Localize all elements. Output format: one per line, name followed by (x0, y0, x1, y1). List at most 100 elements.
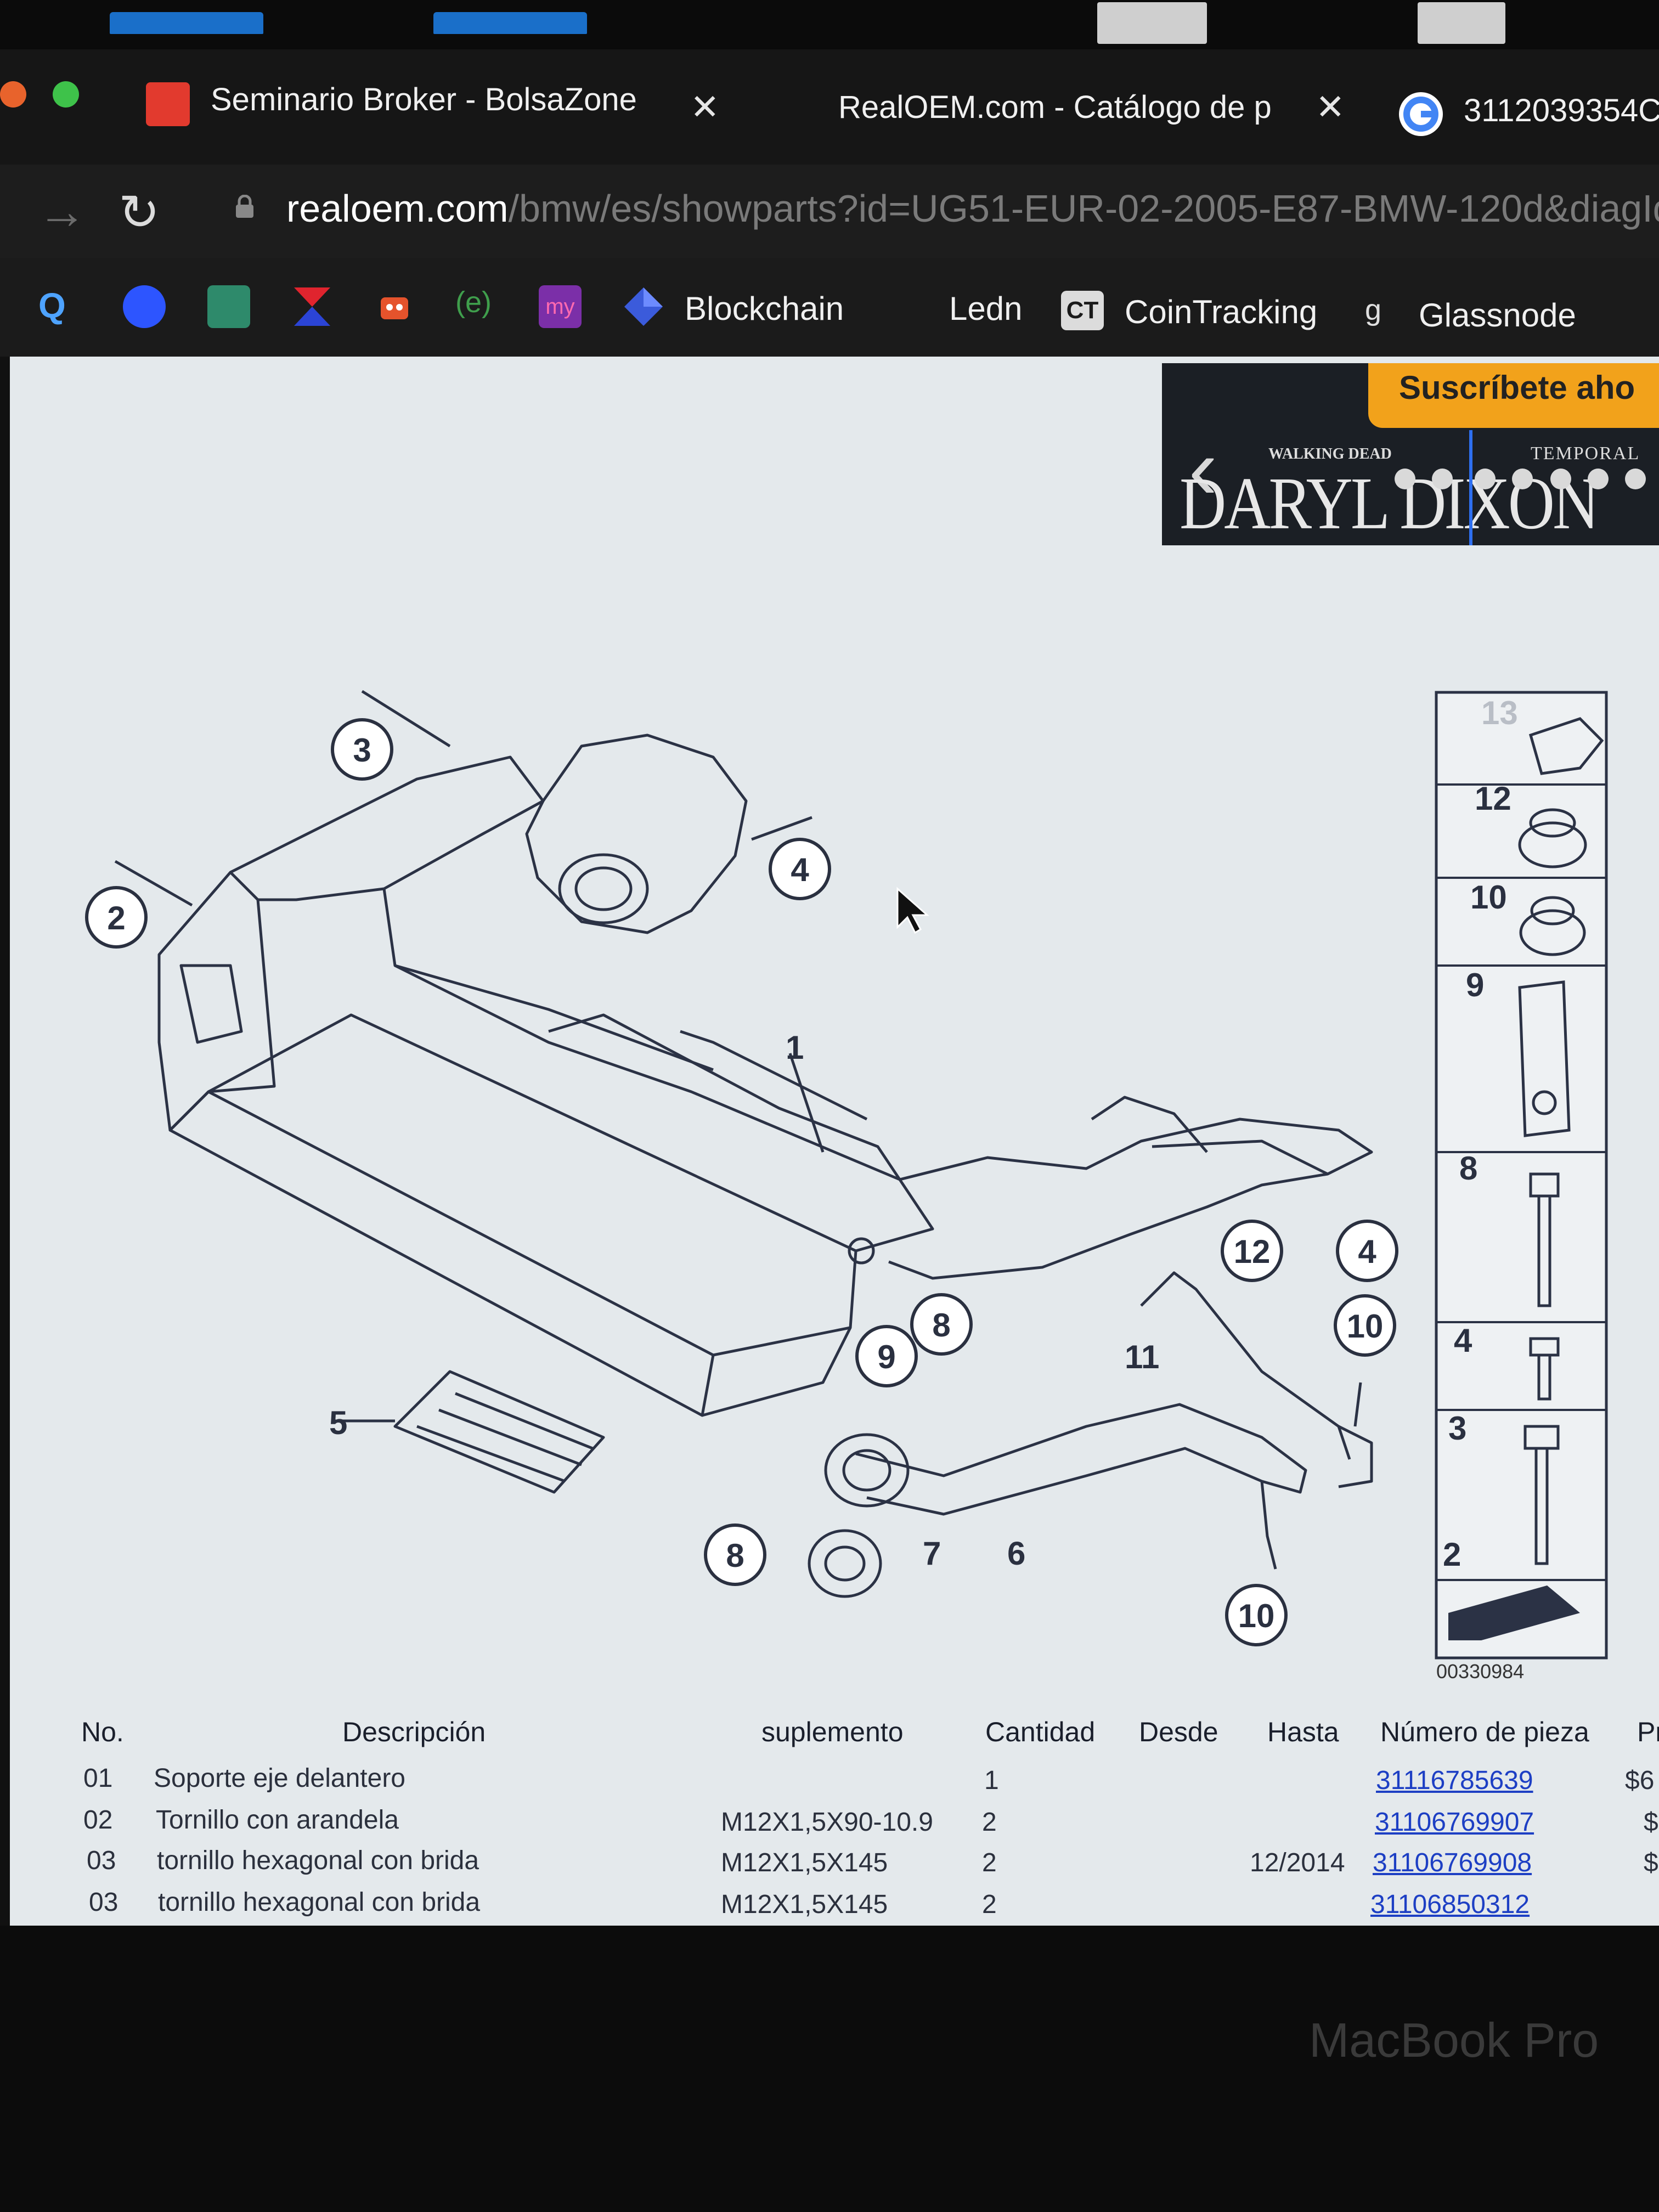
side-label-12: 12 (1475, 780, 1511, 817)
row-3-to: 12/2014 (1250, 1848, 1345, 1877)
ad-carousel-dot[interactable] (1432, 469, 1453, 489)
callout-2[interactable]: 2 (85, 886, 148, 949)
hourglass-bookmark-icon[interactable] (291, 285, 334, 328)
callout-8[interactable]: 8 (910, 1293, 973, 1356)
side-label-3: 3 (1448, 1410, 1466, 1447)
label-11[interactable]: 11 (1125, 1339, 1159, 1375)
window-minimize-button[interactable] (0, 81, 26, 108)
ad-carousel-dot[interactable] (1475, 469, 1496, 489)
ad-carousel-dot[interactable] (1550, 469, 1571, 489)
col-header-part-number: Número de pieza (1380, 1717, 1589, 1747)
exchange-bookmark-icon[interactable] (207, 285, 250, 328)
label-1[interactable]: 1 (786, 1029, 804, 1066)
lock-icon[interactable] (235, 194, 255, 219)
device-brand-label: MacBook Pro (1309, 2013, 1599, 2067)
subframe-drawing (114, 690, 1373, 1598)
laptop-bezel (0, 1926, 1659, 2212)
ad-subscribe-button[interactable]: Suscríbete aho (1368, 363, 1659, 428)
callout-3[interactable]: 3 (331, 718, 393, 781)
coin-bookmark-icon[interactable] (123, 285, 166, 328)
callout-label: 4 (791, 851, 809, 888)
bookmark-cointracking[interactable]: CoinTracking (1125, 294, 1318, 330)
google-favicon-icon (1399, 92, 1443, 136)
col-header-to: Hasta (1267, 1717, 1339, 1747)
folder-icon[interactable] (110, 12, 263, 34)
document-thumbnail[interactable] (1097, 2, 1207, 44)
label-6[interactable]: 6 (1007, 1535, 1025, 1572)
row-2-no: 02 (83, 1805, 113, 1835)
ad-carousel-dot[interactable] (1512, 469, 1533, 489)
callout-label: 10 (1347, 1308, 1384, 1345)
callout-label: 8 (726, 1537, 744, 1574)
ad-carousel-dot[interactable] (1625, 469, 1646, 489)
reload-icon[interactable]: ↻ (119, 185, 160, 240)
callout-label: 3 (353, 732, 371, 769)
bookmark-blockchain[interactable]: Blockchain (685, 290, 844, 327)
forward-arrow-icon[interactable]: → (37, 184, 87, 239)
ad-carousel-dot[interactable] (1588, 469, 1609, 489)
blockchain-bookmark-icon[interactable] (622, 285, 665, 328)
col-header-no: No. (81, 1717, 124, 1747)
tab-bolsazone[interactable]: Seminario Broker - BolsaZone (211, 82, 637, 117)
callout-4[interactable]: 4 (1336, 1220, 1398, 1282)
url-field[interactable]: realoem.com/bmw/es/showparts?id=UG51-EUR… (286, 187, 1659, 230)
parts-diagram: 3 2 4 12 4 10 8 9 8 10 1 5 6 7 11 13 12 … (85, 690, 1608, 1660)
row-4-description: tornillo hexagonal con brida (158, 1888, 481, 1917)
side-label-13: 13 (1481, 695, 1518, 731)
callout-label: 8 (932, 1307, 950, 1344)
row-2-description: Tornillo con arandela (156, 1805, 399, 1835)
my-bookmark-icon[interactable]: my (539, 285, 582, 328)
row-3-no: 03 (87, 1846, 116, 1875)
robot-bookmark-icon[interactable] (373, 285, 416, 328)
row-1-no: 01 (83, 1764, 113, 1793)
row-4-quantity: 2 (982, 1890, 997, 1919)
row-1-part-number-link[interactable]: 31116785639 (1376, 1766, 1533, 1795)
row-2-part-number-link[interactable]: 31106769907 (1375, 1808, 1534, 1837)
callout-label: 12 (1234, 1233, 1271, 1270)
tab-part-search[interactable]: 3112039354C (1464, 93, 1659, 128)
ad-carousel-dot[interactable] (1395, 469, 1415, 489)
parts-side-strip: 13 12 10 9 8 4 3 2 (1435, 691, 1608, 1660)
e-bookmark-icon[interactable]: (e) (455, 286, 492, 319)
document-thumbnail[interactable] (1418, 2, 1505, 44)
folder-icon[interactable] (433, 12, 587, 34)
callout-label: 4 (1358, 1233, 1376, 1270)
cointracking-bookmark-icon[interactable]: CT (1061, 291, 1104, 330)
bolsazone-favicon-icon (146, 82, 190, 126)
row-1-description: Soporte eje delantero (154, 1764, 405, 1793)
callout-4[interactable]: 4 (769, 838, 831, 900)
row-2-supplement: M12X1,5X90-10.9 (721, 1808, 933, 1837)
window-zoom-button[interactable] (53, 81, 79, 108)
row-3-description: tornillo hexagonal con brida (157, 1846, 479, 1875)
callout-10[interactable]: 10 (1225, 1584, 1288, 1646)
callout-label: 2 (107, 900, 125, 936)
callout-label: 9 (877, 1339, 895, 1375)
tab-close-icon[interactable]: ✕ (690, 87, 720, 127)
tab-close-icon[interactable]: ✕ (1316, 87, 1345, 127)
search-bookmark-icon[interactable]: Q (38, 286, 66, 325)
tab-realoem[interactable]: RealOEM.com - Catálogo de p (838, 89, 1272, 125)
callout-label: 10 (1238, 1598, 1275, 1634)
callout-10[interactable]: 10 (1334, 1294, 1396, 1357)
callout-9[interactable]: 9 (855, 1325, 918, 1387)
row-3-part-number-link[interactable]: 31106769908 (1373, 1848, 1532, 1877)
bookmark-glassnode[interactable]: Glassnode (1419, 297, 1576, 334)
callout-12[interactable]: 12 (1221, 1220, 1283, 1282)
folder-strip (0, 0, 1659, 49)
row-2-price: $ (1644, 1808, 1658, 1837)
row-3-quantity: 2 (982, 1848, 997, 1877)
address-bar-row (0, 165, 1659, 258)
side-part-icons (1518, 717, 1604, 1565)
glassnode-bookmark-icon[interactable]: g (1365, 294, 1382, 326)
url-path: /bmw/es/showparts?id=UG51-EUR-02-2005-E8… (508, 187, 1659, 230)
label-7[interactable]: 7 (923, 1535, 941, 1572)
bookmark-ledn[interactable]: Ledn (949, 290, 1023, 327)
row-4-supplement: M12X1,5X145 (721, 1890, 888, 1919)
callout-markers: 3 2 4 12 4 10 8 9 8 10 (85, 718, 1398, 1646)
row-4-part-number-link[interactable]: 31106850312 (1370, 1890, 1530, 1919)
view-arrow-icon (1448, 1585, 1580, 1640)
callout-8[interactable]: 8 (704, 1523, 766, 1586)
row-1-quantity: 1 (984, 1766, 999, 1795)
ad-prev-arrow-icon[interactable]: ‹ (1188, 419, 1218, 517)
label-5[interactable]: 5 (329, 1404, 347, 1441)
